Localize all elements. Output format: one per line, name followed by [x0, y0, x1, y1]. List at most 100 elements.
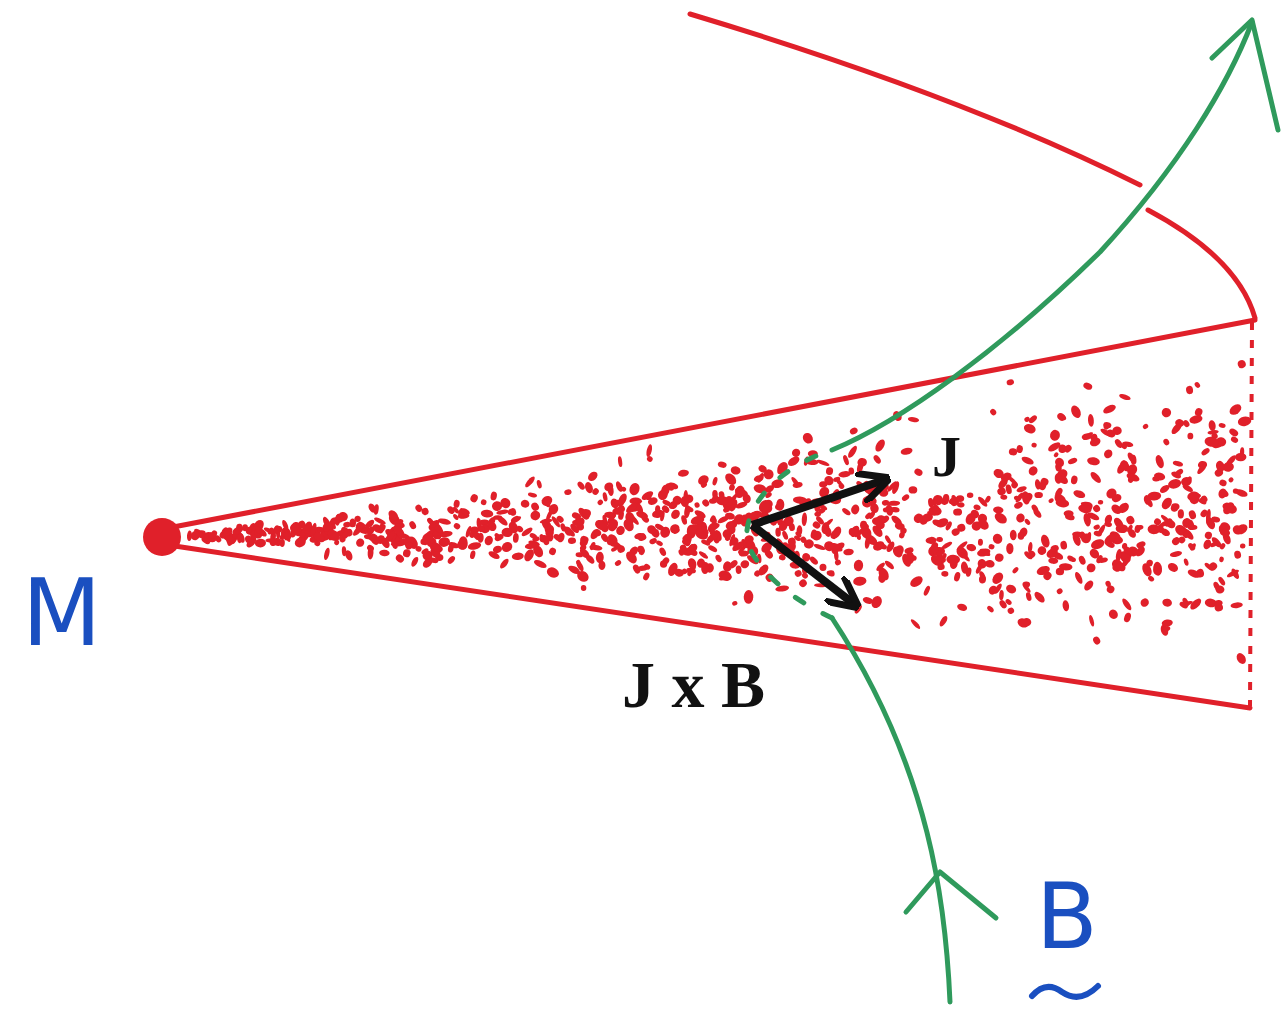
plasma-dot — [781, 530, 789, 540]
plasma-dot — [1234, 488, 1248, 498]
plasma-dot — [402, 548, 411, 558]
plasma-dot — [786, 455, 801, 468]
plasma-dot — [1233, 550, 1241, 559]
plasma-dot — [655, 505, 661, 513]
plasma-dot — [354, 537, 365, 549]
plasma-dot — [714, 554, 723, 563]
plasma-dot — [564, 489, 572, 496]
plasma-dot — [1172, 460, 1183, 468]
plasma-dot — [940, 540, 953, 550]
plasma-dot — [469, 550, 476, 560]
plasma-dot — [1115, 548, 1123, 562]
plasma-dot — [700, 525, 709, 536]
plasma-dot — [1215, 585, 1224, 594]
plasma-dot — [507, 508, 515, 516]
plasma-dot — [801, 512, 807, 526]
plasma-dot — [708, 527, 719, 541]
plasma-dot — [437, 517, 451, 525]
plasma-dot — [1082, 381, 1093, 391]
plasma-dot — [777, 521, 789, 533]
plasma-dot — [848, 524, 861, 539]
plasma-dot — [739, 550, 749, 556]
plasma-dot — [967, 493, 974, 498]
plasma-dot — [1196, 462, 1208, 475]
plasma-dot — [900, 447, 913, 456]
force-label: J x B — [622, 652, 765, 718]
plasma-dot — [931, 518, 943, 528]
plasma-dot — [1063, 443, 1074, 454]
plasma-dot — [602, 492, 608, 502]
plasma-dot — [568, 537, 576, 544]
plasma-dot — [953, 508, 962, 515]
plasma-dot — [908, 416, 920, 423]
plasma-dot — [1008, 448, 1017, 456]
plasma-dot — [579, 543, 588, 552]
plasma-dot — [1078, 555, 1087, 566]
plasma-dot — [1071, 532, 1082, 547]
plasma-dot — [1112, 516, 1126, 531]
plasma-dot — [1102, 422, 1111, 431]
plasma-dot — [871, 517, 883, 526]
plasma-dot — [1099, 557, 1109, 564]
plasma-dot — [1182, 419, 1191, 428]
plasma-dot — [1161, 407, 1173, 419]
plasma-dot — [660, 560, 668, 567]
plasma-dot — [901, 493, 911, 502]
plasma-dot — [1188, 509, 1198, 520]
plasma-dot — [941, 571, 948, 577]
plasma-dot — [882, 507, 888, 513]
plasma-dot — [1034, 492, 1043, 498]
plasma-dot — [624, 549, 639, 565]
plasma-dot — [1086, 456, 1100, 466]
plasma-dot — [976, 517, 991, 532]
vector-tilde — [1032, 986, 1098, 997]
plasma-dot — [729, 484, 736, 491]
plasma-dot — [552, 533, 563, 543]
plasma-dot — [853, 604, 863, 615]
plasma-dot — [281, 519, 290, 531]
plasma-dot — [856, 460, 865, 474]
plasma-dot — [1162, 438, 1170, 447]
plasma-dot — [1024, 518, 1032, 526]
plasma-dot — [540, 519, 549, 531]
plasma-dot — [255, 538, 266, 547]
plasma-dot — [712, 476, 719, 486]
plasma-dot — [1161, 619, 1173, 627]
plasma-dot — [1025, 592, 1032, 602]
plasma-dot — [977, 495, 989, 508]
plasma-dot — [1054, 473, 1062, 484]
plasma-dot — [763, 548, 774, 560]
plasma-dot — [1228, 427, 1240, 438]
plasma-dot — [499, 557, 511, 570]
plasma-dot — [1005, 583, 1018, 595]
plasma-dot — [1093, 530, 1102, 537]
plasma-dot — [1011, 566, 1019, 574]
plasma-dot — [490, 491, 498, 501]
plasma-dot — [1170, 421, 1184, 436]
plasma-dot — [640, 489, 654, 501]
plasma-dot — [978, 570, 987, 582]
plasma-dot — [978, 539, 983, 546]
plasma-dot — [242, 524, 248, 531]
plasma-dot — [801, 431, 815, 446]
plasma-dot — [1035, 564, 1051, 577]
plasma-dot — [615, 524, 627, 536]
plasma-dot — [716, 514, 730, 525]
plasma-dot — [825, 467, 833, 476]
plasma-dot — [491, 500, 502, 511]
outer-curve — [690, 14, 1140, 185]
plasma-dot — [1032, 508, 1043, 520]
plasma-dot — [1178, 509, 1184, 518]
plasma-dot — [1122, 545, 1133, 556]
plasma-dot — [1092, 504, 1102, 514]
plasma-dot — [1020, 455, 1034, 466]
plasma-dot — [1217, 488, 1228, 500]
plasma-dot — [1153, 525, 1161, 534]
plasma-dot — [942, 552, 948, 558]
plasma-dot — [798, 578, 809, 589]
plasma-dot — [879, 489, 888, 497]
plasma-dot — [1116, 501, 1130, 515]
plasma-dot — [1093, 524, 1101, 531]
plasma-dot — [511, 552, 524, 560]
plasma-dot — [700, 481, 708, 489]
